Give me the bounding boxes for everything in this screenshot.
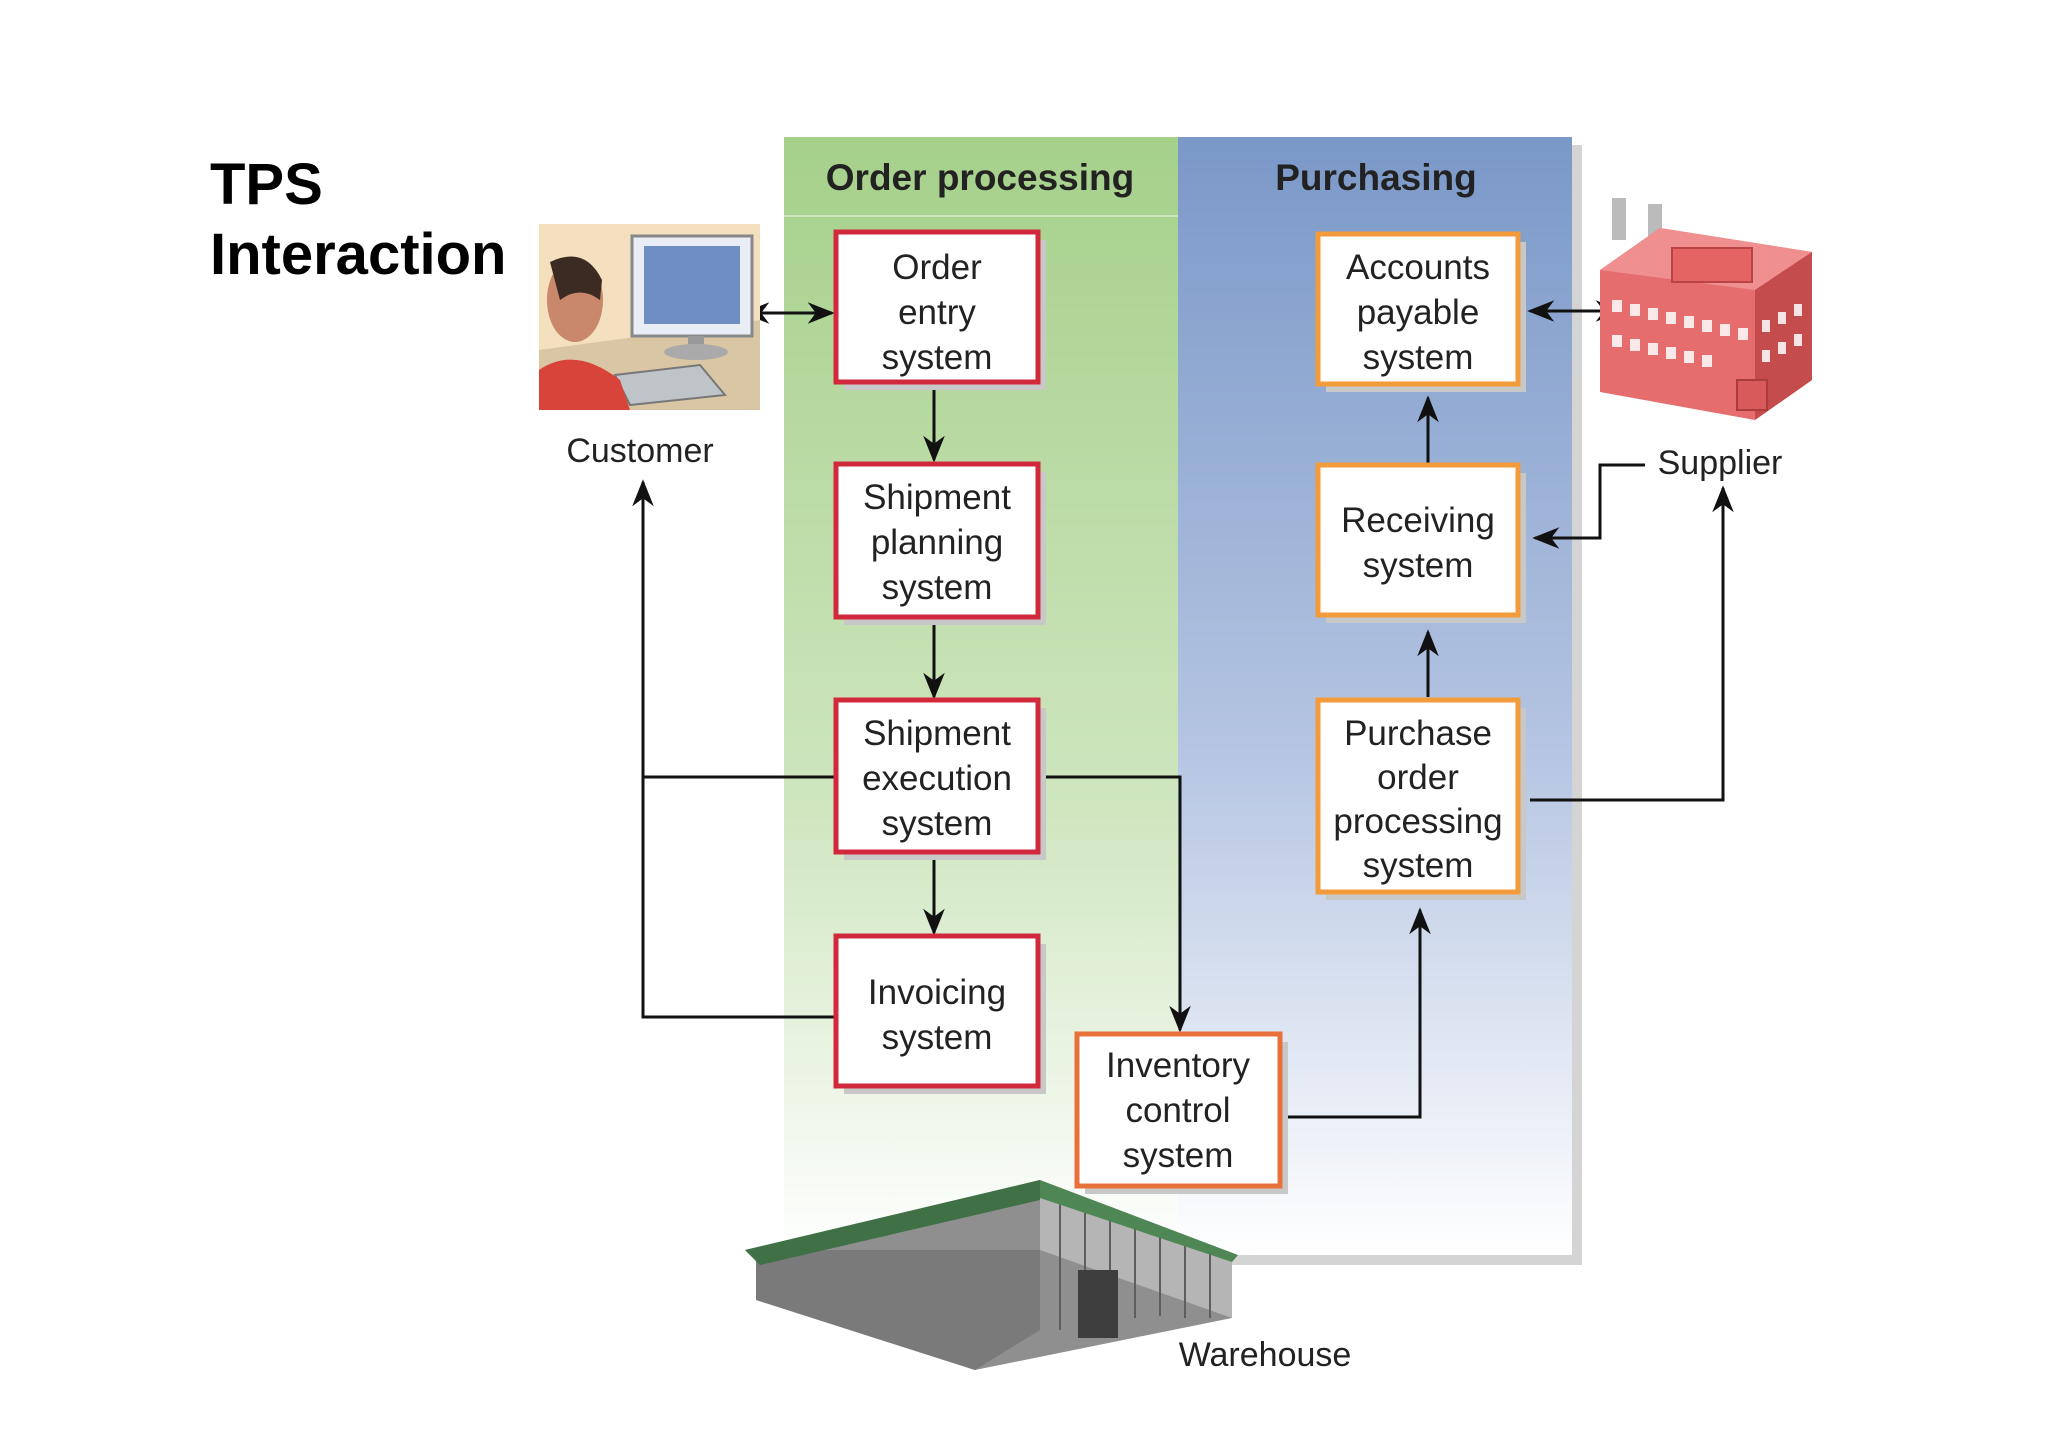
shipment-planning-line-3: system xyxy=(882,568,993,607)
supplier-label: Supplier xyxy=(1658,444,1783,482)
receiving-line-2: system xyxy=(1363,546,1474,585)
order-entry-line-3: system xyxy=(882,338,993,377)
invoicing-line-1: Invoicing xyxy=(868,973,1006,1012)
arrow-supplier-to-receiving xyxy=(1532,463,1645,549)
supplier-factory-icon xyxy=(1600,198,1812,420)
accounts-payable-line-2: payable xyxy=(1357,293,1480,332)
receiving-line-1: Receiving xyxy=(1341,501,1495,540)
purchase-order-line-2: order xyxy=(1377,758,1459,797)
accounts-payable-system: Accounts payable system xyxy=(1315,231,1526,392)
inventory-line-3: system xyxy=(1123,1136,1234,1175)
order-entry-line-1: Order xyxy=(892,248,982,287)
title-line-1: TPS xyxy=(210,152,323,217)
invoicing-system: Invoicing system xyxy=(833,933,1046,1094)
title-line-2: Interaction xyxy=(210,222,507,287)
slide-title: TPS Interaction xyxy=(210,150,507,290)
invoicing-line-2: system xyxy=(882,1018,993,1057)
shipment-planning-line-1: Shipment xyxy=(863,478,1011,517)
shipment-execution-line-2: execution xyxy=(862,759,1012,798)
arrow-purchase-order-to-supplier xyxy=(1530,485,1734,802)
customer-computer-icon xyxy=(539,224,760,410)
warehouse-label: Warehouse xyxy=(1179,1336,1352,1374)
inventory-line-1: Inventory xyxy=(1106,1046,1250,1085)
inventory-control-system: Inventory control system xyxy=(1074,1031,1288,1194)
accounts-payable-line-1: Accounts xyxy=(1346,248,1490,287)
shipment-execution-line-3: system xyxy=(882,804,993,843)
inventory-line-2: control xyxy=(1125,1091,1230,1130)
shipment-execution-line-1: Shipment xyxy=(863,714,1011,753)
customer-label: Customer xyxy=(566,432,713,470)
arrow-invoicing-to-customer xyxy=(632,479,836,1019)
arrow-execution-to-inventory xyxy=(1040,775,1191,1033)
connectors xyxy=(632,300,1734,1119)
purchase-order-line-3: processing xyxy=(1333,802,1502,841)
order-entry-system: Order entry system xyxy=(833,229,1046,390)
order-processing-heading: Order processing xyxy=(826,157,1134,198)
purchase-order-processing-system: Purchase order processing system xyxy=(1315,697,1526,900)
order-entry-line-2: entry xyxy=(898,293,976,332)
arrow-inventory-to-purchase-order xyxy=(1288,907,1431,1119)
accounts-payable-line-3: system xyxy=(1363,338,1474,377)
shipment-planning-line-2: planning xyxy=(871,523,1003,562)
receiving-system: Receiving system xyxy=(1315,462,1526,623)
purchase-order-line-1: Purchase xyxy=(1344,714,1492,753)
purchase-order-line-4: system xyxy=(1363,846,1474,885)
shipment-execution-system: Shipment execution system xyxy=(833,697,1046,860)
shipment-planning-system: Shipment planning system xyxy=(833,461,1046,625)
purchasing-heading: Purchasing xyxy=(1275,157,1477,198)
warehouse-icon xyxy=(745,1180,1238,1370)
